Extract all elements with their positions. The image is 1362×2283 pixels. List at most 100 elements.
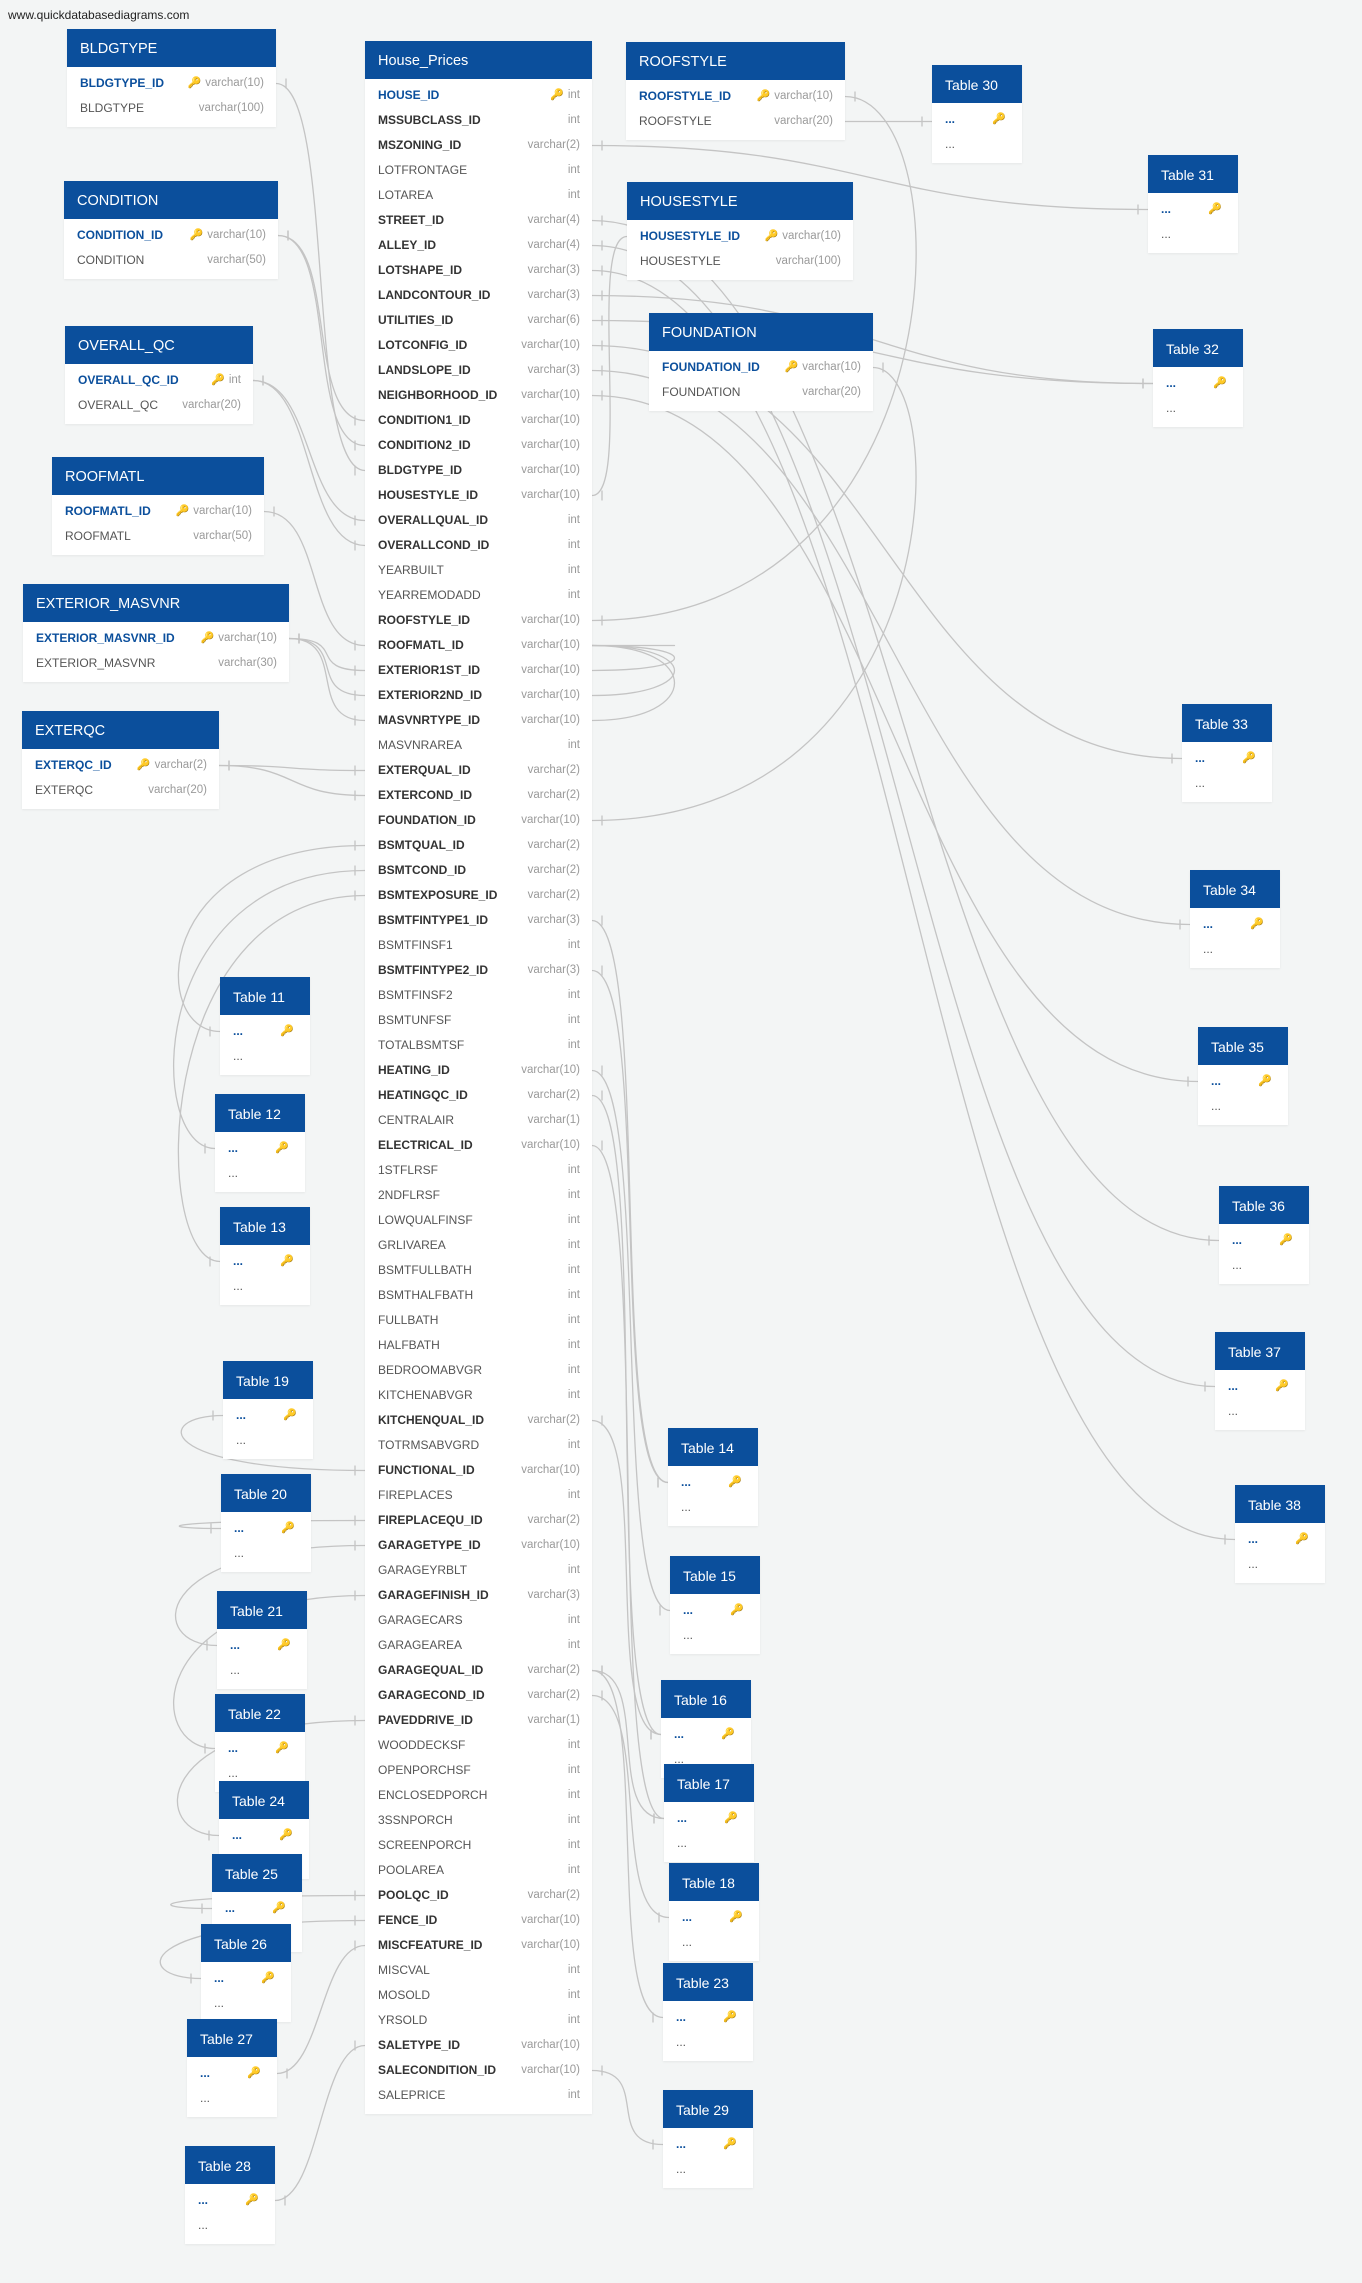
table-11-pk-column[interactable]: ...🔑 — [220, 1019, 310, 1044]
table-12-pk-column[interactable]: ...🔑 — [215, 1136, 305, 1161]
table-26-pk-column[interactable]: ...🔑 — [201, 1966, 291, 1991]
table-14-pk-column[interactable]: ...🔑 — [668, 1470, 758, 1495]
table-31-table[interactable]: Table 31...🔑... — [1148, 155, 1238, 253]
table-23-field-column[interactable]: ... — [663, 2030, 753, 2055]
table-17-pk-column[interactable]: ...🔑 — [664, 1806, 754, 1831]
table-27-table[interactable]: Table 27...🔑... — [187, 2019, 277, 2117]
table-30-pk-column[interactable]: ...🔑 — [932, 107, 1022, 132]
table-16-table[interactable]: Table 16...🔑... — [661, 1680, 751, 1778]
table-35-table[interactable]: Table 35...🔑... — [1198, 1027, 1288, 1125]
table-15-field-column[interactable]: ... — [670, 1623, 760, 1648]
column-house-id[interactable]: HOUSE_ID🔑int — [365, 83, 592, 108]
table-29-pk-column[interactable]: ...🔑 — [663, 2132, 753, 2157]
table-36-field-column[interactable]: ... — [1219, 1253, 1309, 1278]
table-13-pk-column[interactable]: ...🔑 — [220, 1249, 310, 1274]
table-38-table[interactable]: Table 38...🔑... — [1235, 1485, 1325, 1583]
table-33-field-column[interactable]: ... — [1182, 771, 1272, 796]
table-18-table[interactable]: Table 18...🔑... — [669, 1863, 759, 1961]
table-27-pk-column[interactable]: ...🔑 — [187, 2061, 277, 2086]
table-21-field-column[interactable]: ... — [217, 1658, 307, 1683]
table-19-field-column[interactable]: ... — [223, 1428, 313, 1453]
table-11-field-column[interactable]: ... — [220, 1044, 310, 1069]
table-26-table[interactable]: Table 26...🔑... — [201, 1924, 291, 2022]
table-12-table[interactable]: Table 12...🔑... — [215, 1094, 305, 1192]
table-26-field-column[interactable]: ... — [201, 1991, 291, 2016]
table-15-table[interactable]: Table 15...🔑... — [670, 1556, 760, 1654]
table-32-table[interactable]: Table 32...🔑... — [1153, 329, 1243, 427]
table-35-pk-column[interactable]: ...🔑 — [1198, 1069, 1288, 1094]
table-24-pk-column[interactable]: ...🔑 — [219, 1823, 309, 1848]
table-16-pk-column[interactable]: ...🔑 — [661, 1722, 751, 1747]
table-21-pk-column[interactable]: ...🔑 — [217, 1633, 307, 1658]
table-30-table[interactable]: Table 30...🔑... — [932, 65, 1022, 163]
table-33-pk-column[interactable]: ...🔑 — [1182, 746, 1272, 771]
table-31-field-column[interactable]: ... — [1148, 222, 1238, 247]
table-19-table[interactable]: Table 19...🔑... — [223, 1361, 313, 1459]
table-20-pk-column[interactable]: ...🔑 — [221, 1516, 311, 1541]
roofmatl-pk-column[interactable]: ROOFMATL_ID🔑varchar(10) — [52, 499, 264, 524]
table-13-table[interactable]: Table 13...🔑... — [220, 1207, 310, 1305]
table-25-pk-column[interactable]: ...🔑 — [212, 1896, 302, 1921]
table-37-field-column[interactable]: ... — [1215, 1399, 1305, 1424]
table-20-table[interactable]: Table 20...🔑... — [221, 1474, 311, 1572]
table-36-table[interactable]: Table 36...🔑... — [1219, 1186, 1309, 1284]
housestyle-pk-column[interactable]: HOUSESTYLE_ID🔑varchar(10) — [627, 224, 853, 249]
table-22-table[interactable]: Table 22...🔑... — [215, 1694, 305, 1792]
table-16-field-column[interactable]: ... — [661, 1747, 751, 1772]
table-36-pk-column[interactable]: ...🔑 — [1219, 1228, 1309, 1253]
table-13-field-column[interactable]: ... — [220, 1274, 310, 1299]
